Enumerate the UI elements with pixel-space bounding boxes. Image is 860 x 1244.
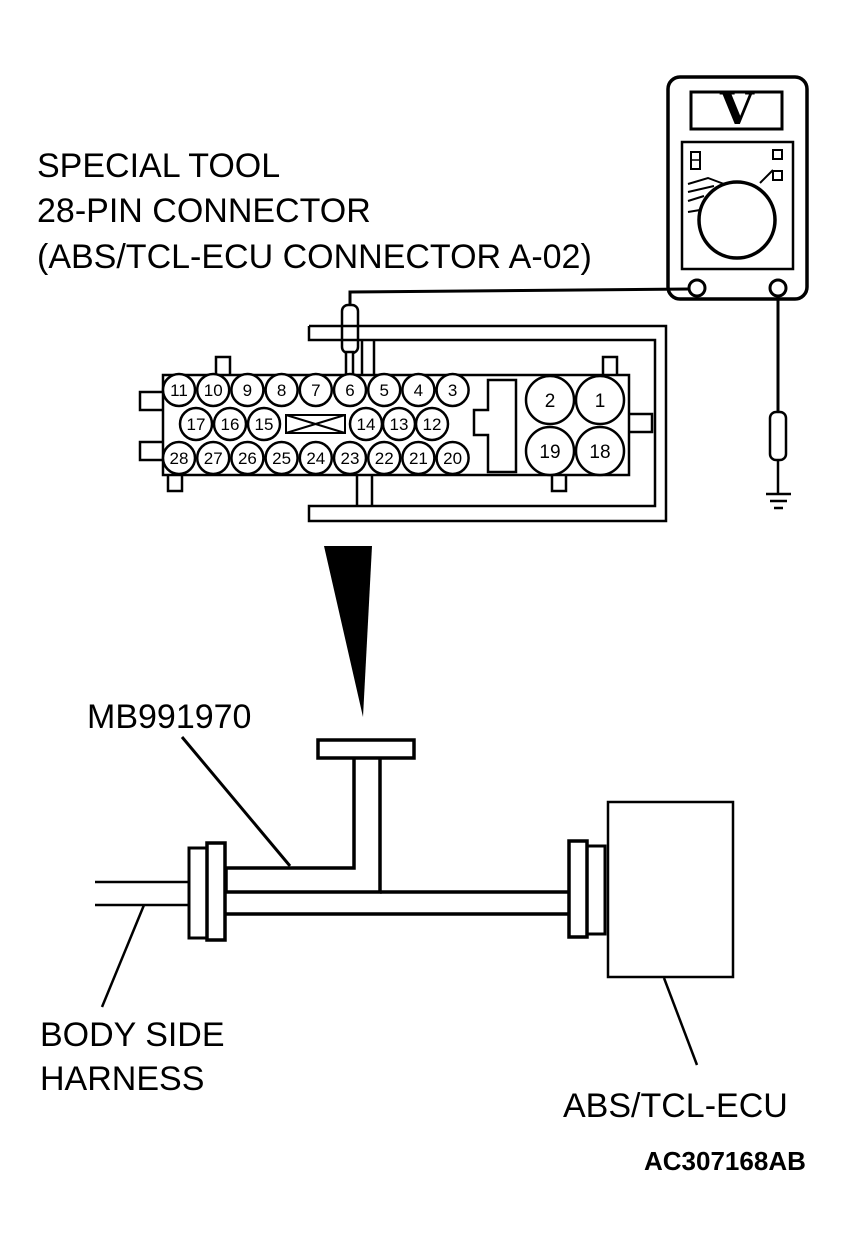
connector-pin-label: 23 <box>341 449 360 468</box>
special-tool-line-2: 28-PIN CONNECTOR <box>37 192 371 230</box>
adapter-connector-body-side <box>187 846 209 940</box>
voltmeter-button-icon-2 <box>772 170 783 181</box>
connector-pin-label: 16 <box>221 415 240 434</box>
voltmeter-body <box>666 75 809 301</box>
connector-pin-label: 17 <box>187 415 206 434</box>
connector-pin-label: 28 <box>170 449 189 468</box>
connector-pin-label: 15 <box>255 415 274 434</box>
voltmeter-display-text: V <box>719 84 755 135</box>
body-side-label-line-2: HARNESS <box>40 1060 204 1098</box>
connector-pin-23: 23 <box>332 440 368 476</box>
connector-pin-label: 21 <box>409 449 428 468</box>
connector-pin-14: 14 <box>348 406 384 442</box>
connector-pin-label: 26 <box>238 449 257 468</box>
mb-tool-label: MB991970 <box>87 698 251 736</box>
connector-pin-21: 21 <box>401 440 436 476</box>
voltmeter-leads <box>348 287 780 412</box>
negative-probe <box>768 410 788 493</box>
connector-pin-18: 18 <box>574 425 626 477</box>
connector-pin-19: 19 <box>524 425 576 477</box>
connector-pin-label: 20 <box>443 449 462 468</box>
connector-pin-22: 22 <box>366 440 402 476</box>
connector-pin-label: 9 <box>243 381 252 400</box>
connector-pin-15: 15 <box>246 406 282 442</box>
adapter-connector-body-side-2 <box>205 841 227 942</box>
connector-pin-10: 10 <box>195 372 231 408</box>
ecu-leader <box>662 977 699 1066</box>
connector-pin-label: 22 <box>375 449 394 468</box>
special-tool-label: SPECIAL TOOL 28-PIN CONNECTOR (ABS/TCL-E… <box>37 147 592 276</box>
connector-pin-label: 2 <box>545 391 556 412</box>
body-side-label-line-1: BODY SIDE <box>40 1016 225 1054</box>
positive-lead <box>348 287 690 306</box>
connector-pin-28: 28 <box>161 440 197 476</box>
connector-pin-label: 11 <box>170 381 188 400</box>
mb-tool-adapter <box>187 738 607 942</box>
down-arrow-icon <box>324 546 372 717</box>
connector-pin-8: 8 <box>264 372 299 408</box>
connector-pin-1: 1 <box>574 374 626 426</box>
body-side-leader <box>100 904 146 1008</box>
figure-code: AC307168AB <box>644 1146 806 1176</box>
connector-pin-7: 7 <box>298 372 334 408</box>
connector-pin-label: 12 <box>423 415 442 434</box>
ecu-label: ABS/TCL-ECU <box>563 1087 788 1125</box>
connector-pin-17: 17 <box>178 406 214 442</box>
connector-pin-12: 12 <box>414 406 450 442</box>
connector-pin-label: 25 <box>272 449 291 468</box>
voltmeter-button-icon <box>772 149 783 160</box>
connector-pin-label: 19 <box>539 442 560 463</box>
adapter-test-plug <box>316 738 416 760</box>
connector-pin-label: 7 <box>311 381 320 400</box>
connector-pin-2: 2 <box>524 374 576 426</box>
connector-pin-6: 6 <box>332 372 368 408</box>
connector-pin-label: 6 <box>345 381 354 400</box>
connector-lock-mark <box>285 414 346 434</box>
mb-tool-leader <box>180 736 292 867</box>
connector-pin-9: 9 <box>230 372 265 408</box>
special-tool-line-3: (ABS/TCL-ECU CONNECTOR A-02) <box>37 238 592 276</box>
connector-pin-label: 8 <box>277 381 286 400</box>
connector-pin-5: 5 <box>366 372 402 408</box>
voltmeter: V <box>666 75 809 301</box>
connector-pin-16: 16 <box>212 406 248 442</box>
connector-pin-27: 27 <box>195 440 231 476</box>
connector-pin-3: 3 <box>435 372 470 408</box>
voltmeter-terminal-negative <box>768 278 788 298</box>
adapter-connector-ecu-side-2 <box>585 844 607 936</box>
connector-pin-25: 25 <box>264 440 299 476</box>
connector-pin-label: 4 <box>414 381 423 400</box>
special-tool-connector-housing <box>307 324 668 523</box>
connector-pin-26: 26 <box>230 440 265 476</box>
voltmeter-terminal-positive <box>687 278 707 298</box>
voltmeter-dial-panel <box>680 140 795 271</box>
connector-pin-11: 11 <box>161 372 197 408</box>
connector-pin-label: 1 <box>595 391 606 412</box>
adapter-connector-ecu-side <box>567 839 589 939</box>
connector-pin-24: 24 <box>298 440 334 476</box>
connector-pin-label: 10 <box>204 381 223 400</box>
voltmeter-display <box>689 90 784 131</box>
connector-pin-label: 14 <box>357 415 376 434</box>
connector-pin-label: 27 <box>204 449 223 468</box>
ecu-box <box>606 800 735 979</box>
special-tool-line-1: SPECIAL TOOL <box>37 147 280 185</box>
adapter-branch <box>224 758 382 894</box>
connector-pin-label: 18 <box>589 442 610 463</box>
positive-probe <box>340 303 360 384</box>
connector-pin-label: 5 <box>379 381 388 400</box>
body-side-harness <box>95 880 189 907</box>
connector-pin-4: 4 <box>401 372 436 408</box>
ground-icon <box>766 492 791 510</box>
connector-pin-20: 20 <box>435 440 470 476</box>
connector-pin-label: 24 <box>306 449 325 468</box>
connector-pin-label: 3 <box>448 381 457 400</box>
connector-pin-13: 13 <box>381 406 417 442</box>
connector-pin-label: 13 <box>390 415 409 434</box>
voltmeter-dial <box>697 180 777 260</box>
